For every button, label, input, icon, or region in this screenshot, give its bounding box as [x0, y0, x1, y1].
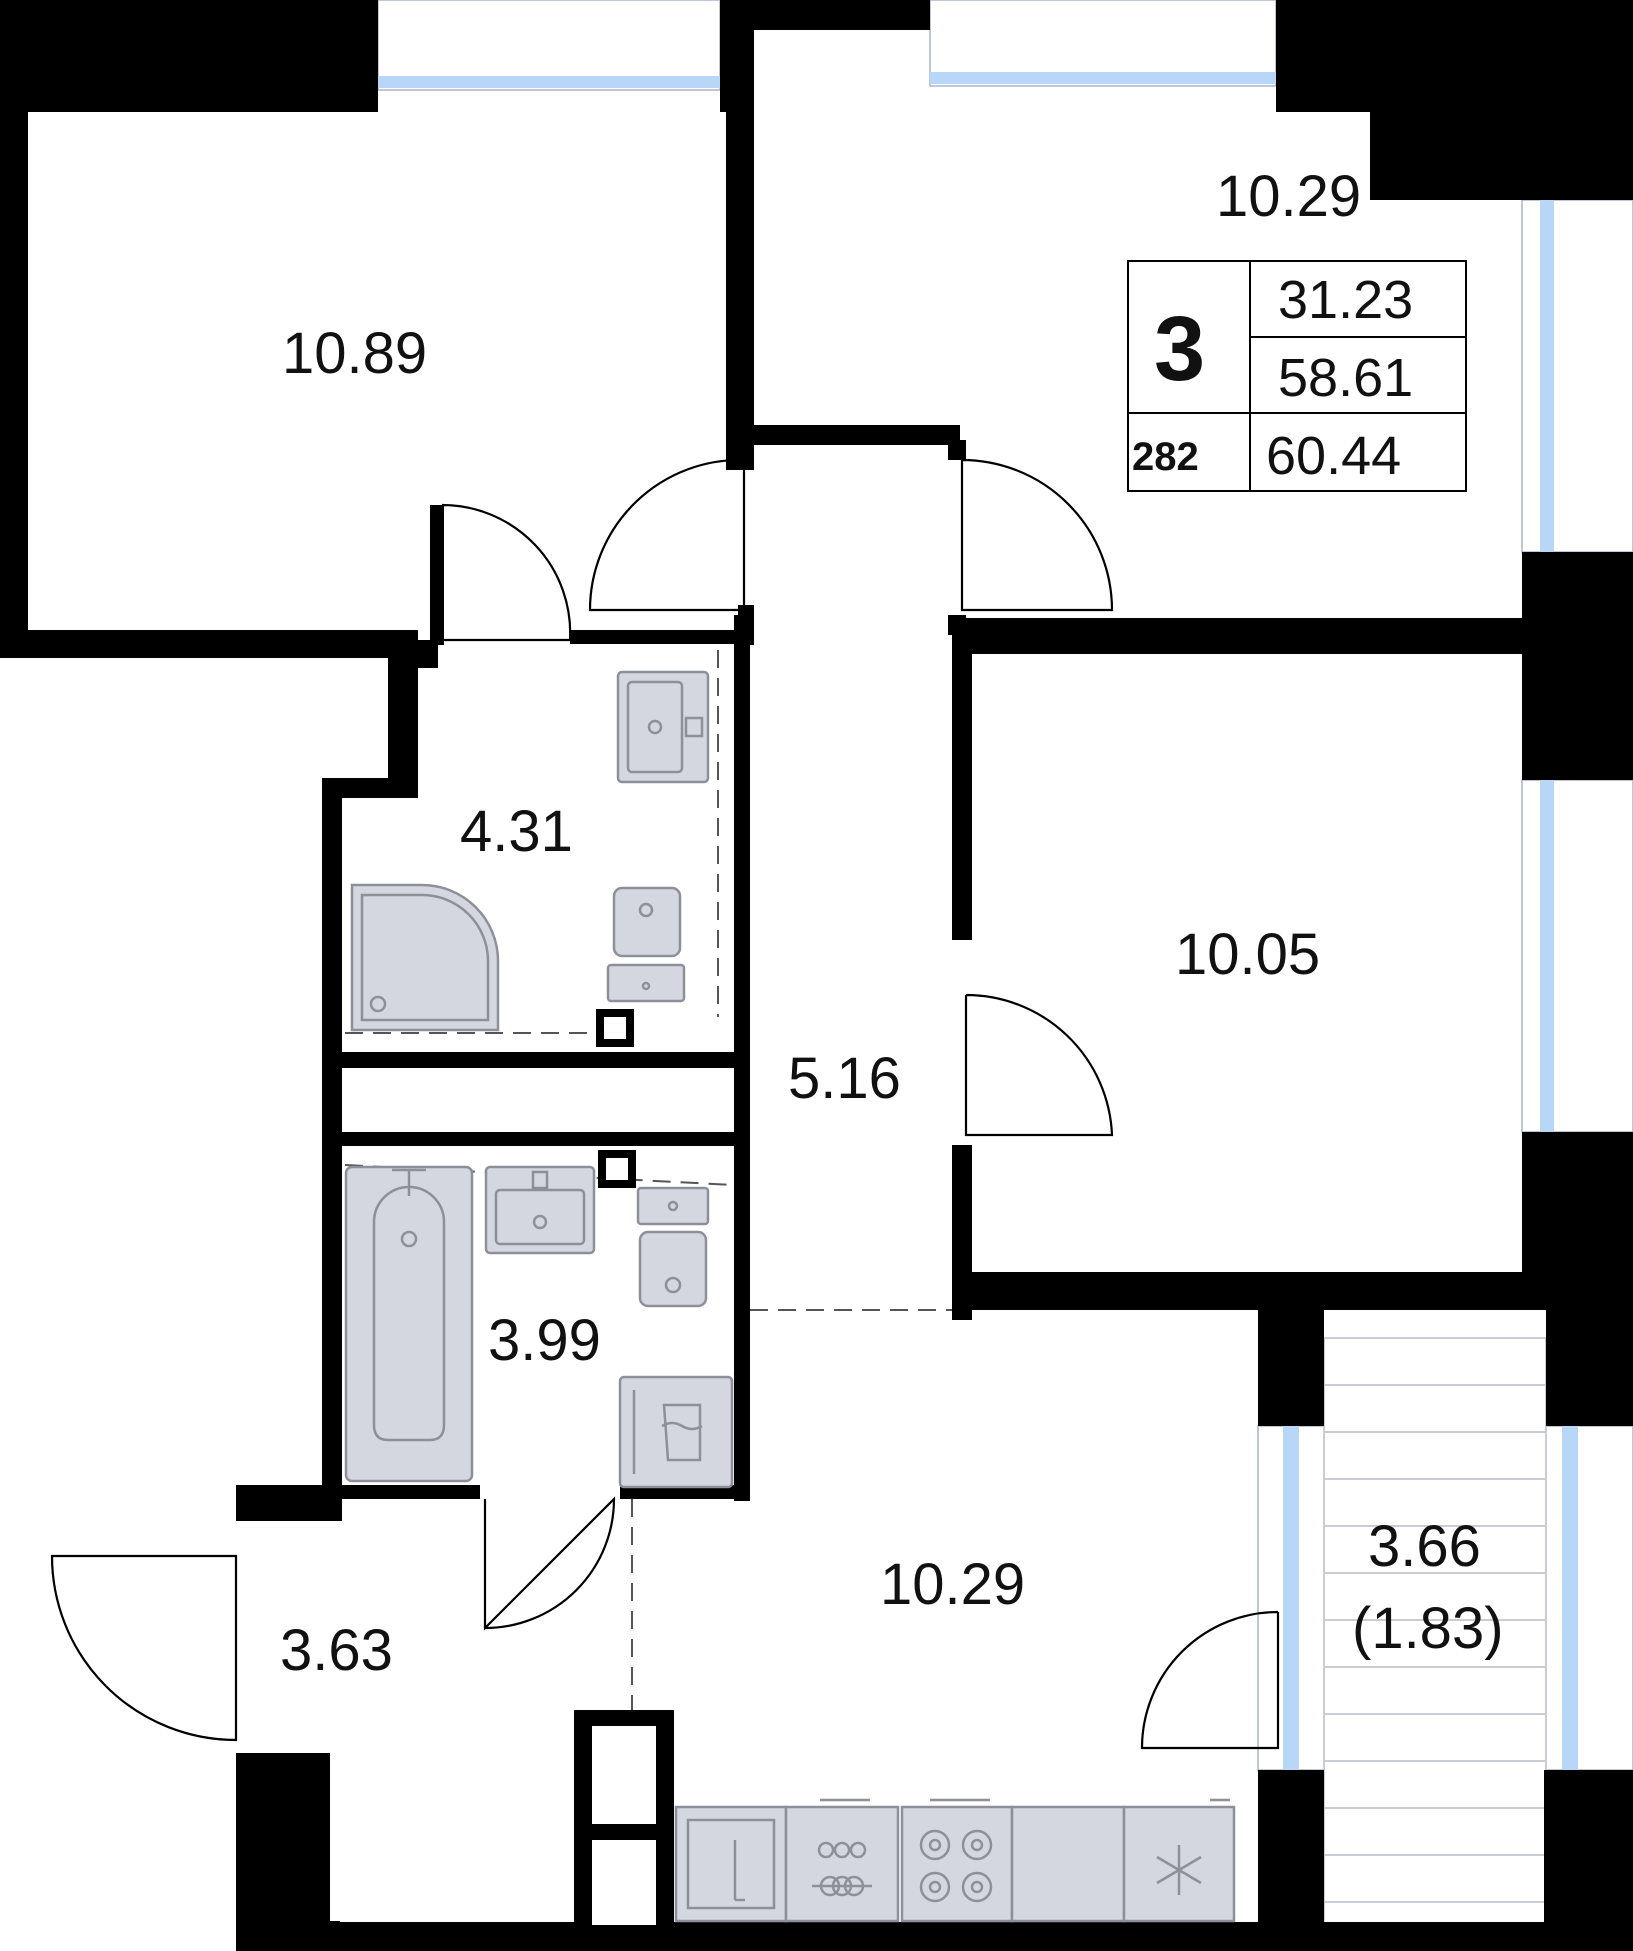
toilet-icon-lower [636, 1186, 710, 1308]
door-balcony [1140, 1610, 1280, 1750]
area-entrance-hall: 3.63 [280, 1618, 393, 1683]
living-area: 31.23 [1278, 270, 1413, 330]
area-corridor: 5.16 [788, 1046, 901, 1111]
total-area: 58.61 [1278, 348, 1413, 408]
window-top-left [377, 0, 721, 91]
snowflake-icon [1122, 1798, 1236, 1923]
stove-burners-icon [900, 1798, 1014, 1923]
area-balcony: 3.66 [1368, 1514, 1481, 1579]
apartment-badge: 3 282 31.23 58.61 60.44 [1127, 260, 1467, 492]
door-bedroom-right [964, 993, 1114, 1137]
total-area-with-balcony: 60.44 [1266, 426, 1401, 486]
washing-machine-icon [618, 1375, 734, 1489]
window-right-middle [1521, 779, 1633, 1133]
area-bedroom-top-right: 10.29 [1216, 164, 1361, 229]
shaft-marker-upper [596, 1009, 634, 1047]
area-kitchen-living: 10.29 [880, 1552, 1025, 1617]
area-bathroom-lower: 3.99 [488, 1308, 601, 1373]
window-balcony-right [1543, 1425, 1633, 1771]
door-bedroom-left [440, 503, 572, 642]
door-entrance [50, 1554, 238, 1742]
windows [377, 0, 1633, 1771]
kitchen-counter [674, 1798, 1236, 1923]
area-balcony-reduced: (1.83) [1352, 1596, 1504, 1661]
window-balcony-left [1257, 1425, 1325, 1771]
bathroom-lower-fixtures [344, 1150, 734, 1489]
sink-icon-lower [484, 1165, 596, 1255]
bathroom-upper-fixtures [350, 670, 710, 1047]
balcony-floor [1323, 1337, 1547, 1951]
door-bathroom-lower [483, 1496, 616, 1631]
area-bedroom-right: 10.05 [1175, 922, 1320, 987]
bathtub-icon [344, 1165, 474, 1483]
rooms-count: 3 [1154, 298, 1205, 400]
doors [50, 458, 1280, 1750]
window-right-upper [1521, 199, 1633, 553]
toilet-icon [606, 886, 686, 1003]
shaft-marker-lower [598, 1150, 636, 1188]
window-top-right [929, 0, 1277, 87]
door-bedroom-top-left-leaf [588, 458, 746, 612]
area-bedroom-left: 10.89 [282, 321, 427, 386]
apartment-number: 282 [1132, 435, 1199, 479]
sink-icon [616, 670, 710, 784]
area-labels: 10.89 10.29 10.05 4.31 3.99 5.16 3.63 10… [280, 164, 1504, 1683]
area-bathroom-upper: 4.31 [460, 799, 573, 864]
door-bedroom-top-right-leaf [960, 458, 1114, 612]
shower-tray-icon [350, 883, 500, 1032]
